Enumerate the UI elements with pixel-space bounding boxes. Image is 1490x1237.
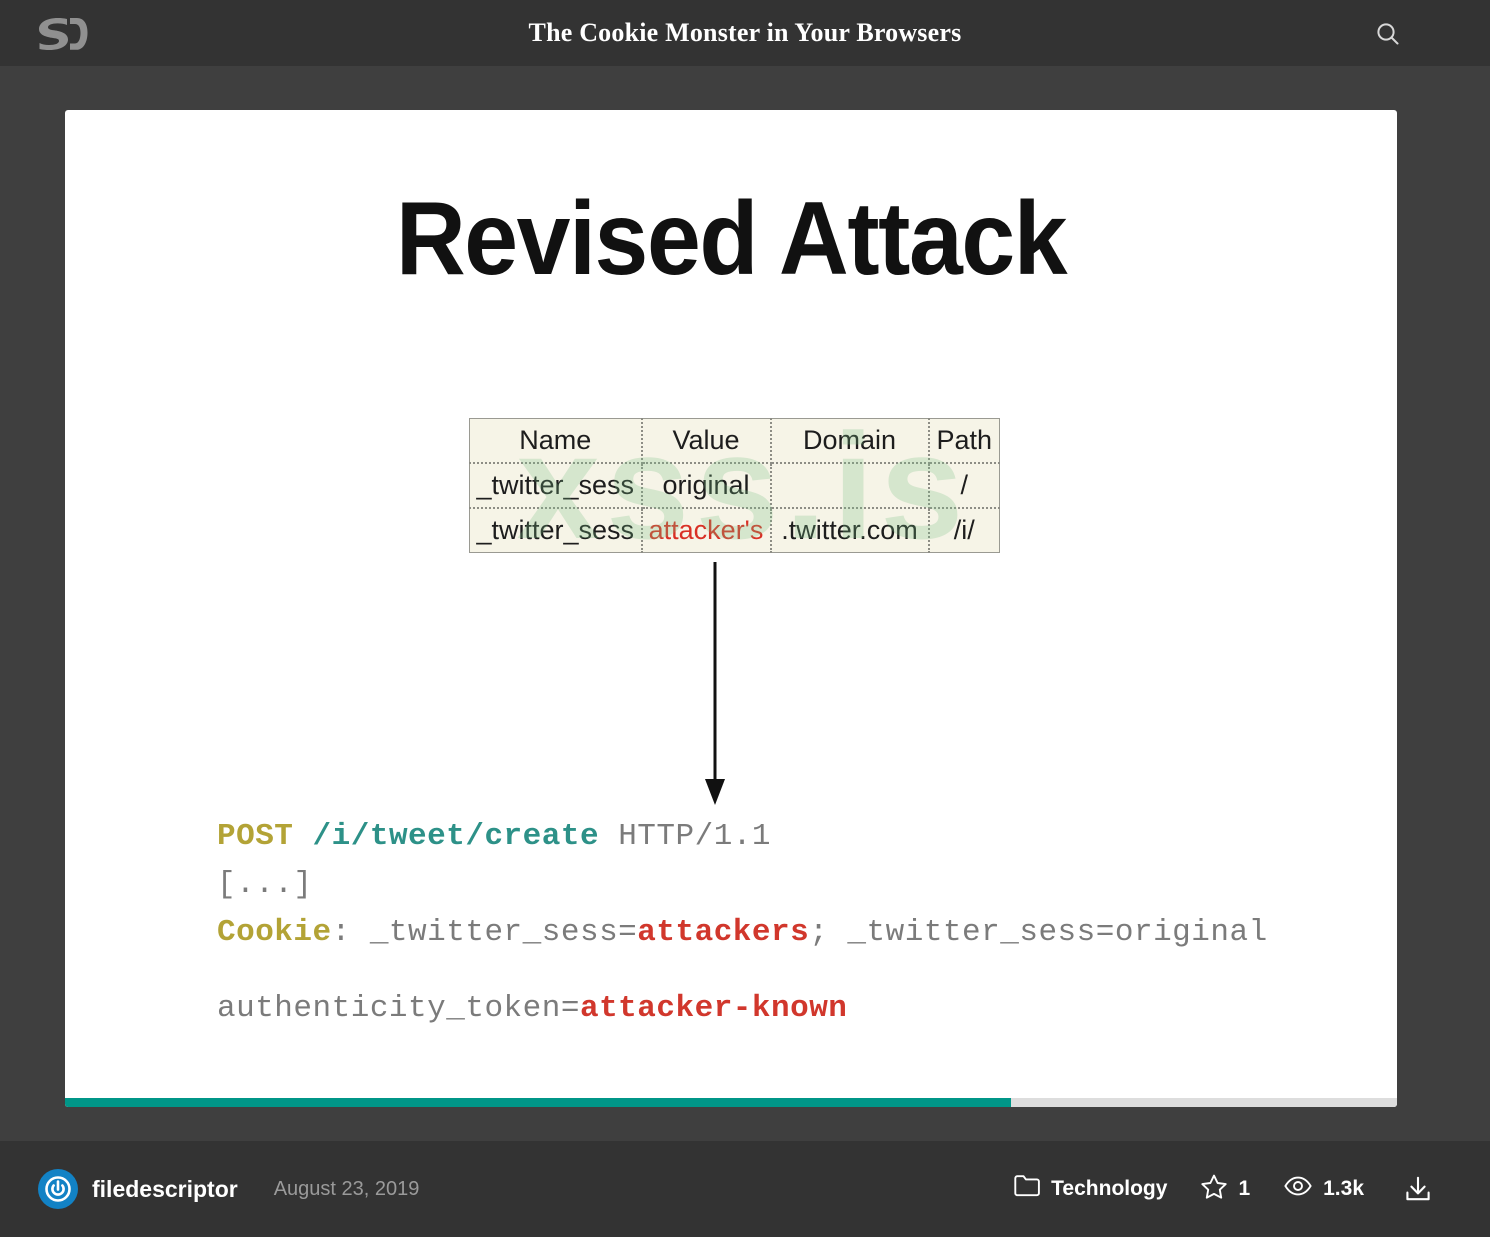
power-avatar-icon	[45, 1176, 71, 1202]
deck-title: The Cookie Monster in Your Browsers	[528, 18, 962, 47]
favorites-item[interactable]: 1	[1201, 1174, 1250, 1205]
download-icon[interactable]	[1404, 1176, 1432, 1202]
table-header-row: Name Value Domain Path	[469, 418, 1000, 464]
cell-value: original	[641, 463, 772, 509]
category-item[interactable]: Technology	[1014, 1175, 1167, 1203]
bottom-bar: filedescriptor August 23, 2019 Technolog…	[0, 1141, 1490, 1237]
code-path: /i/tweet/create	[312, 819, 600, 854]
code-cookie-attacker: attackers	[637, 915, 810, 950]
down-arrow-icon	[695, 562, 735, 812]
column-header-domain: Domain	[770, 418, 930, 464]
cell-name: _twitter_sess	[469, 508, 643, 553]
slide-heading: Revised Attack	[395, 181, 1068, 297]
cell-value: attacker's	[641, 508, 772, 553]
cell-path: /i/	[953, 515, 975, 545]
avatar[interactable]	[38, 1169, 78, 1209]
cell-name: _twitter_sess	[469, 463, 643, 509]
publish-date: August 23, 2019	[273, 1177, 420, 1200]
meta-group: Technology 1 1.3k	[980, 1141, 1432, 1237]
cell-domain: .twitter.com	[770, 508, 930, 553]
slide-canvas[interactable]: Revised Attack Name Value Domain Path _t…	[65, 110, 1397, 1107]
slideshare-logo[interactable]	[34, 12, 90, 54]
code-cookie-tail: ; _twitter_sess=original	[809, 915, 1268, 950]
category-label: Technology	[1051, 1177, 1168, 1200]
code-token-key: authenticity_token=	[217, 991, 580, 1026]
cell-domain	[770, 463, 930, 509]
code-ellipsis: [...]	[217, 867, 313, 902]
table-row: _twitter_sess attacker's .twitter.com /i…	[469, 508, 1000, 553]
code-cookie-header: Cookie	[217, 915, 332, 950]
eye-icon	[1284, 1176, 1312, 1202]
slide-progress-fill	[65, 1098, 1011, 1107]
code-method: POST	[217, 819, 294, 854]
star-icon	[1201, 1174, 1228, 1205]
slide-stage: Revised Attack Name Value Domain Path _t…	[0, 66, 1490, 1141]
favorites-count: 1	[1238, 1177, 1251, 1200]
code-cookie-sep: : _twitter_sess=	[331, 915, 638, 950]
http-request-code: POST /i/tweet/create HTTP/1.1 [...] Cook…	[217, 813, 1377, 1033]
table-row: _twitter_sess original /	[469, 463, 1000, 509]
column-header-value: Value	[641, 418, 772, 464]
cell-path: /	[928, 463, 1000, 509]
cookie-table: Name Value Domain Path _twitter_sess ori…	[469, 418, 1000, 553]
slide-progress-track[interactable]	[65, 1098, 1397, 1107]
code-token-value: attacker-known	[579, 991, 848, 1026]
views-count: 1.3k	[1323, 1177, 1364, 1200]
top-bar: The Cookie Monster in Your Browsers	[0, 0, 1490, 66]
folder-icon	[1014, 1175, 1041, 1203]
search-icon[interactable]	[1368, 14, 1408, 54]
code-version: HTTP/1.1	[618, 819, 772, 854]
column-header-path: Path	[928, 418, 1000, 464]
author-group[interactable]: filedescriptor August 23, 2019	[38, 1141, 419, 1237]
views-item: 1.3k	[1284, 1176, 1364, 1202]
author-name[interactable]: filedescriptor	[92, 1175, 238, 1202]
column-header-name: Name	[469, 418, 643, 464]
